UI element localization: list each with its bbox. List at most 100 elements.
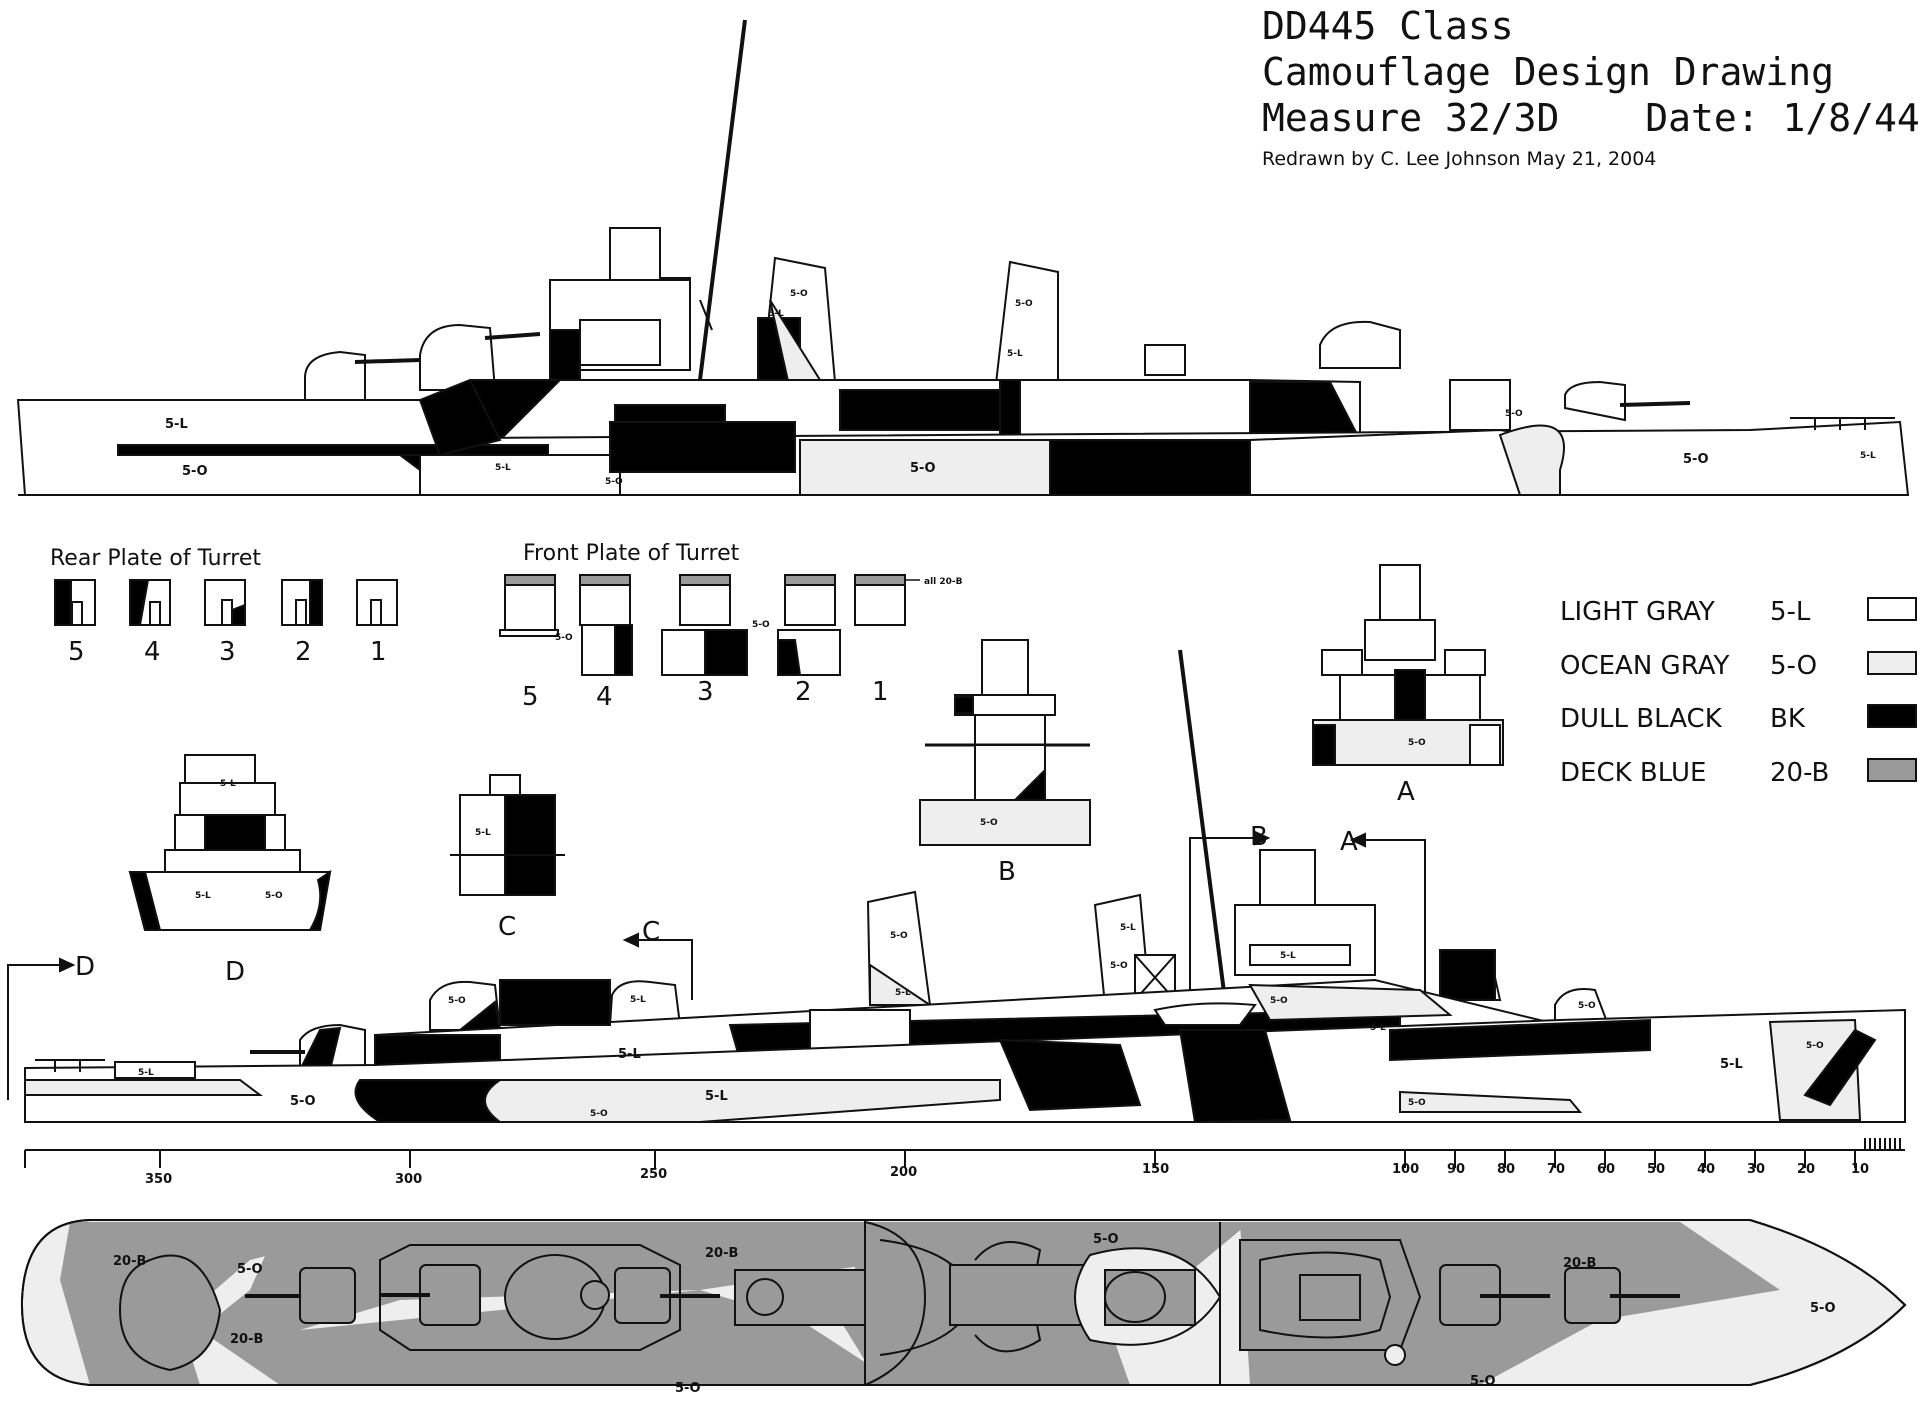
starboard-profile	[16, 19, 1910, 496]
legend-swatch	[1867, 704, 1917, 728]
rear-number: 2	[295, 637, 312, 667]
section-d-label: D	[225, 957, 245, 987]
label-ocean: 5-O	[1270, 996, 1288, 1006]
legend-item-deck: DECK BLUE 20-B	[1560, 758, 1917, 788]
label-light: 5-L	[475, 828, 491, 838]
front-plate-heading: Front Plate of Turret	[523, 541, 740, 566]
label-light: 5-L	[618, 1047, 641, 1062]
scale-tick-label: 30	[1747, 1162, 1765, 1177]
rear-number: 1	[370, 637, 387, 667]
legend-name: OCEAN GRAY	[1560, 651, 1729, 681]
scale-tick-label: 90	[1447, 1162, 1465, 1177]
section-c-arrow-label: C	[642, 917, 660, 947]
front-number: 3	[697, 677, 714, 707]
front-number: 5	[522, 682, 539, 712]
section-d-arrow-label: D	[75, 952, 95, 982]
label-light: 5-L	[630, 995, 646, 1005]
scale-tick-label: 300	[395, 1172, 422, 1187]
scale-tick-label: 70	[1547, 1162, 1565, 1177]
port-labels: C D B A 5-O 5-L 5-L 5-O 5-L 5-O 5-L 5-L …	[75, 822, 1824, 1119]
legend-swatch	[1867, 597, 1917, 621]
label-deck: 20-B	[1563, 1256, 1596, 1271]
label-light: 5-L	[138, 1068, 154, 1078]
credit-line: Redrawn by C. Lee Johnson May 21, 2004	[1262, 148, 1657, 170]
scale-tick-label: 100	[1392, 1162, 1419, 1177]
legend-name: DULL BLACK	[1560, 704, 1723, 734]
label-light: 5-L	[1370, 1023, 1386, 1033]
label-light: 5-L	[1120, 923, 1136, 933]
label-ocean: 5-O	[980, 818, 998, 828]
date-text: Date: 1/8/44	[1645, 96, 1920, 140]
label-ocean: 5-O	[1015, 299, 1033, 309]
section-c	[450, 774, 565, 896]
scale-tick-label: 250	[640, 1167, 667, 1182]
label-ocean: 5-O	[1806, 1041, 1824, 1051]
label-ocean: 5-O	[1810, 1301, 1836, 1316]
label-light: 5-L	[895, 988, 911, 998]
rear-number: 5	[68, 637, 85, 667]
legend-name: LIGHT GRAY	[1560, 597, 1715, 627]
section-b-label: B	[998, 857, 1016, 887]
rear-number: 4	[144, 637, 161, 667]
label-ocean: 5-O	[182, 464, 208, 479]
gun-house-3	[1319, 320, 1401, 369]
label-light: 5-L	[705, 1089, 728, 1104]
rear-plates	[54, 579, 398, 626]
label-ocean: 5-O	[1578, 1001, 1596, 1011]
title-measure: Measure 32/3D Date: 1/8/44	[1262, 96, 1920, 140]
section-d	[128, 754, 332, 931]
plan-labels: 20-B 5-O 20-B 20-B 5-O 5-O 5-O 20-B 5-O	[113, 1232, 1836, 1396]
label-ocean: 5-O	[1093, 1232, 1119, 1247]
label-ocean: 5-O	[555, 633, 573, 643]
legend-name: DECK BLUE	[1560, 758, 1706, 788]
gun-house-1	[304, 350, 366, 401]
legend-code: BK	[1770, 704, 1806, 734]
scale-tick-label: 20	[1797, 1162, 1815, 1177]
plan-view	[20, 1219, 1907, 1386]
label-ocean: 5-O	[1683, 452, 1709, 467]
section-a-label: A	[1397, 777, 1415, 807]
label-light: 5-L	[195, 891, 211, 901]
label-ocean: 5-O	[790, 289, 808, 299]
label-ocean: 5-O	[590, 1109, 608, 1119]
label-light: 5-L	[768, 309, 784, 319]
section-a	[1312, 564, 1504, 766]
label-ocean: 5-O	[910, 461, 936, 476]
label-ocean: 5-O	[265, 891, 283, 901]
label-ocean: 5-O	[752, 620, 770, 630]
section-b-arrow-label: B	[1250, 822, 1268, 852]
label-light: 5-L	[495, 463, 511, 473]
rear-plate-heading: Rear Plate of Turret	[50, 546, 261, 571]
label-deck: 20-B	[230, 1332, 263, 1347]
legend-swatch	[1867, 651, 1917, 675]
scale-tick-label: 350	[145, 1172, 172, 1187]
legend-item-ocean: OCEAN GRAY 5-O	[1560, 651, 1917, 681]
scale-tick-label: 150	[1142, 1162, 1169, 1177]
label-ocean: 5-O	[890, 931, 908, 941]
legend-code: 20-B	[1770, 758, 1829, 788]
label-ocean: 5-O	[1408, 1098, 1426, 1108]
scale-tick-label: 80	[1497, 1162, 1515, 1177]
aft-funnel	[993, 260, 1059, 393]
scale-labels: 350 300 250 200 150 100 90 80 70 60 50 4…	[145, 1162, 1869, 1187]
front-plates	[499, 574, 920, 676]
label-ocean: 5-O	[237, 1262, 263, 1277]
scale-tick-label: 60	[1597, 1162, 1615, 1177]
label-ocean: 5-O	[448, 996, 466, 1006]
front-number: 1	[872, 677, 889, 707]
label-deck: 20-B	[113, 1254, 146, 1269]
mast-top	[698, 19, 747, 381]
scale-tick-label: 40	[1697, 1162, 1715, 1177]
label-ocean: 5-O	[290, 1094, 316, 1109]
label-ocean: 5-O	[675, 1381, 701, 1396]
mast-port	[1178, 649, 1227, 1001]
port-gun-3	[608, 980, 682, 1026]
label-light: 5-L	[1720, 1057, 1743, 1072]
gun-house-2	[419, 323, 497, 391]
port-profile	[7, 649, 1906, 1124]
rear-number: 3	[219, 637, 236, 667]
section-a-arrow-label: A	[1340, 827, 1358, 857]
label-deck: 20-B	[705, 1246, 738, 1261]
label-light: 5-L	[220, 779, 236, 789]
rear-plate-numbers: 5 4 3 2 1	[68, 637, 387, 667]
